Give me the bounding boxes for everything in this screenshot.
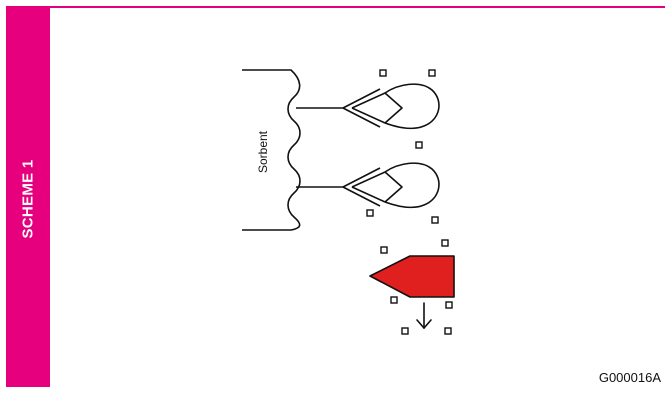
particle (415, 141, 423, 149)
receptor-upper (296, 83, 440, 130)
particle (428, 69, 436, 77)
particle (366, 209, 374, 217)
particle (431, 216, 439, 224)
receptor-lower (296, 162, 440, 209)
scheme-side-bar (6, 6, 50, 387)
particle (445, 301, 453, 309)
particle (441, 239, 449, 247)
top-divider (50, 6, 665, 8)
particle-squares (366, 69, 453, 335)
particle (379, 69, 387, 77)
particle (444, 327, 452, 335)
sorbent-surface-edge (242, 69, 301, 231)
figure-id: G000016A (598, 370, 661, 385)
down-arrow-icon (416, 302, 432, 330)
target-molecule-shape (369, 255, 455, 298)
sorbent-label: Sorbent (256, 130, 270, 173)
particle (390, 296, 398, 304)
particle (380, 246, 388, 254)
particle (401, 327, 409, 335)
